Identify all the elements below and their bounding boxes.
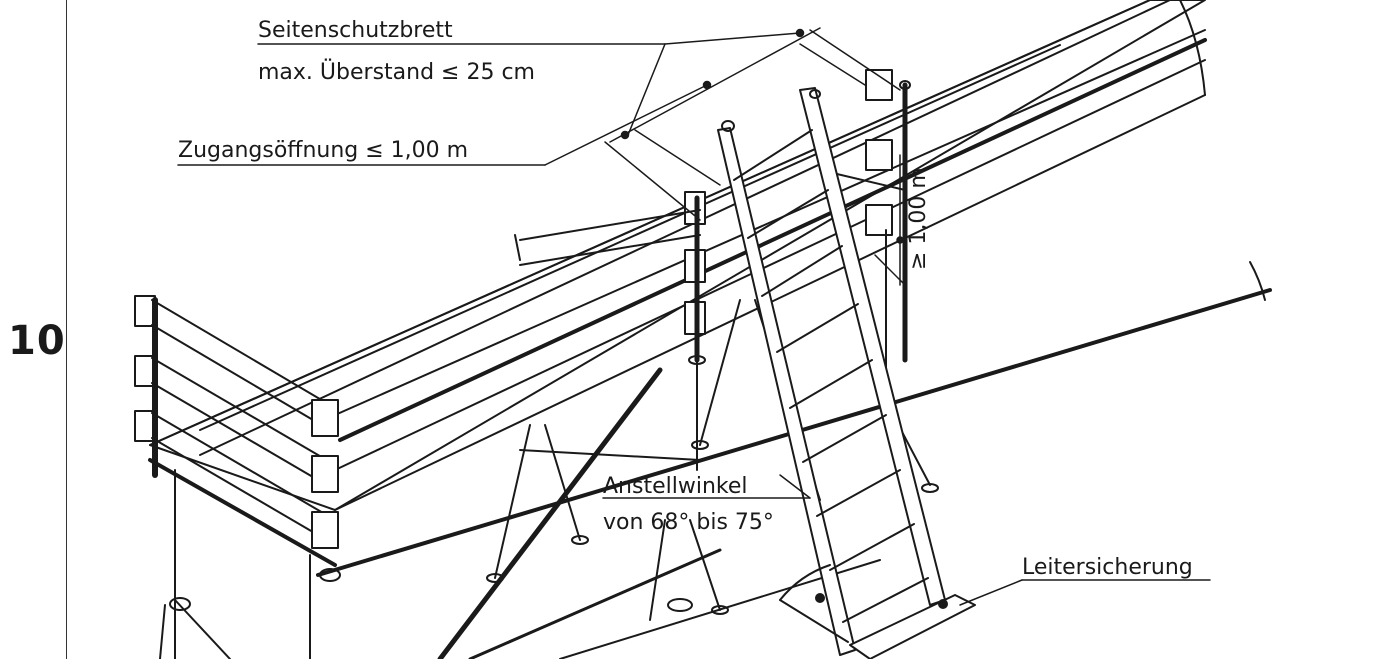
side-board-overhang-label: max. Überstand ≤ 25 cm — [258, 60, 535, 85]
guardrail-near-end — [134, 288, 1272, 659]
figure-border-line — [66, 0, 67, 659]
access-opening-label: Zugangsöffnung ≤ 1,00 m — [178, 138, 469, 163]
access-ladder — [717, 87, 946, 656]
callout-lines — [177, 27, 1211, 606]
figure-number: 10 — [8, 318, 66, 364]
guardrail-middle — [514, 191, 706, 471]
side-board-title-label: Seitenschutzbrett — [258, 18, 453, 43]
ladder-securing-board — [779, 564, 976, 659]
height-min-label: ≥ 1,00 m — [906, 167, 931, 270]
angle-title-label: Anstellwinkel — [603, 474, 748, 499]
angle-range-label: von 68° bis 75° — [603, 510, 774, 535]
trestle-supports — [437, 261, 1266, 659]
guardrail-far-end — [819, 69, 911, 431]
ladder-securing-label: Leitersicherung — [1022, 555, 1193, 580]
